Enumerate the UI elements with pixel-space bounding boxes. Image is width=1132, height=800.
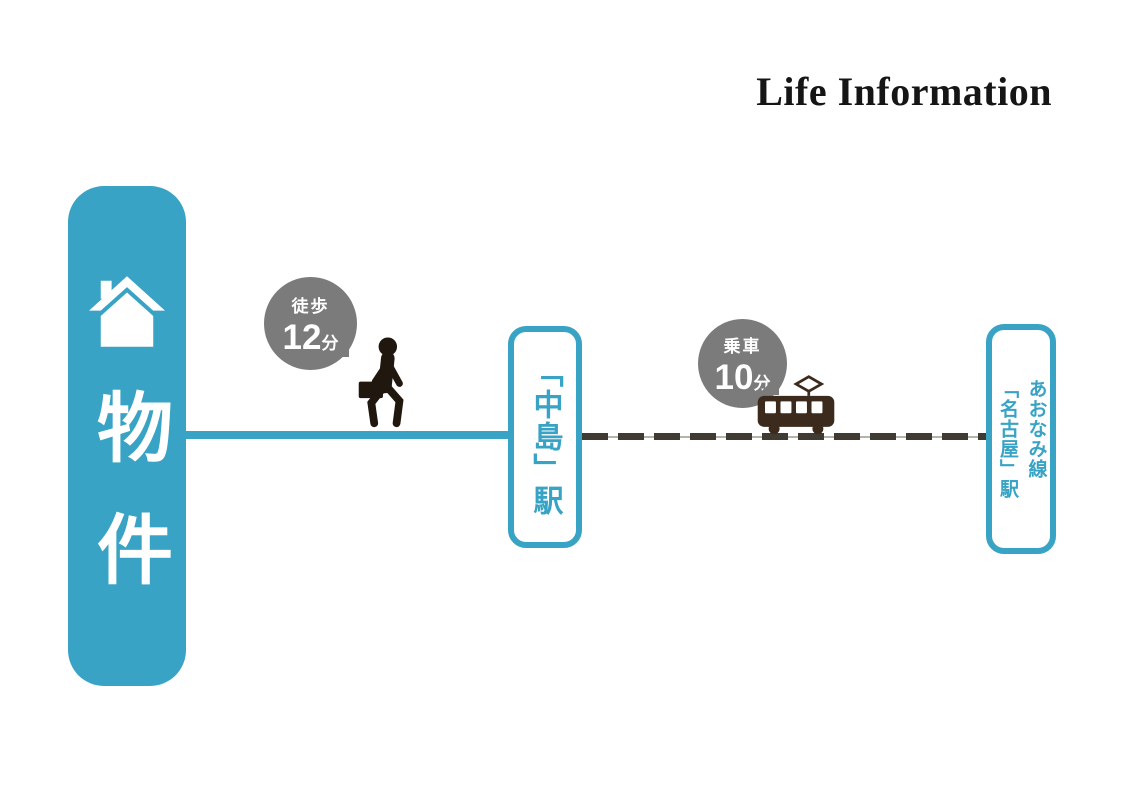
walk-mode-label: 徒歩 [291,297,330,316]
walk-duration: 12分 [283,320,339,355]
property-card: 物件 [68,186,186,686]
ride-mode-label: 乗車 [723,337,762,356]
ride-minutes: 10 [714,358,754,397]
station-nakajima-name: 「中島」駅 [528,357,562,517]
walk-time-bubble: 徒歩 12分 [264,277,357,370]
station-nagoya-name: あおなみ線 「名古屋」駅 [993,379,1050,499]
station-name: 「名古屋」駅 [997,379,1018,499]
walk-minutes: 12 [282,318,322,357]
station-nakajima-sign: 「中島」駅 [508,326,582,548]
page-title: Life Information [756,69,1052,114]
train-icon [757,375,835,435]
ride-time-bubble: 乗車 10分 [698,319,787,408]
walking-person-icon [358,337,404,428]
property-label: 物件 [85,388,170,632]
walk-route-line [186,431,512,439]
line-name: あおなみ線 [1025,379,1047,479]
walk-unit: 分 [321,334,339,353]
rail-route-line [582,433,986,440]
station-nagoya-sign: あおなみ線 「名古屋」駅 [986,324,1056,554]
house-icon [89,276,165,347]
